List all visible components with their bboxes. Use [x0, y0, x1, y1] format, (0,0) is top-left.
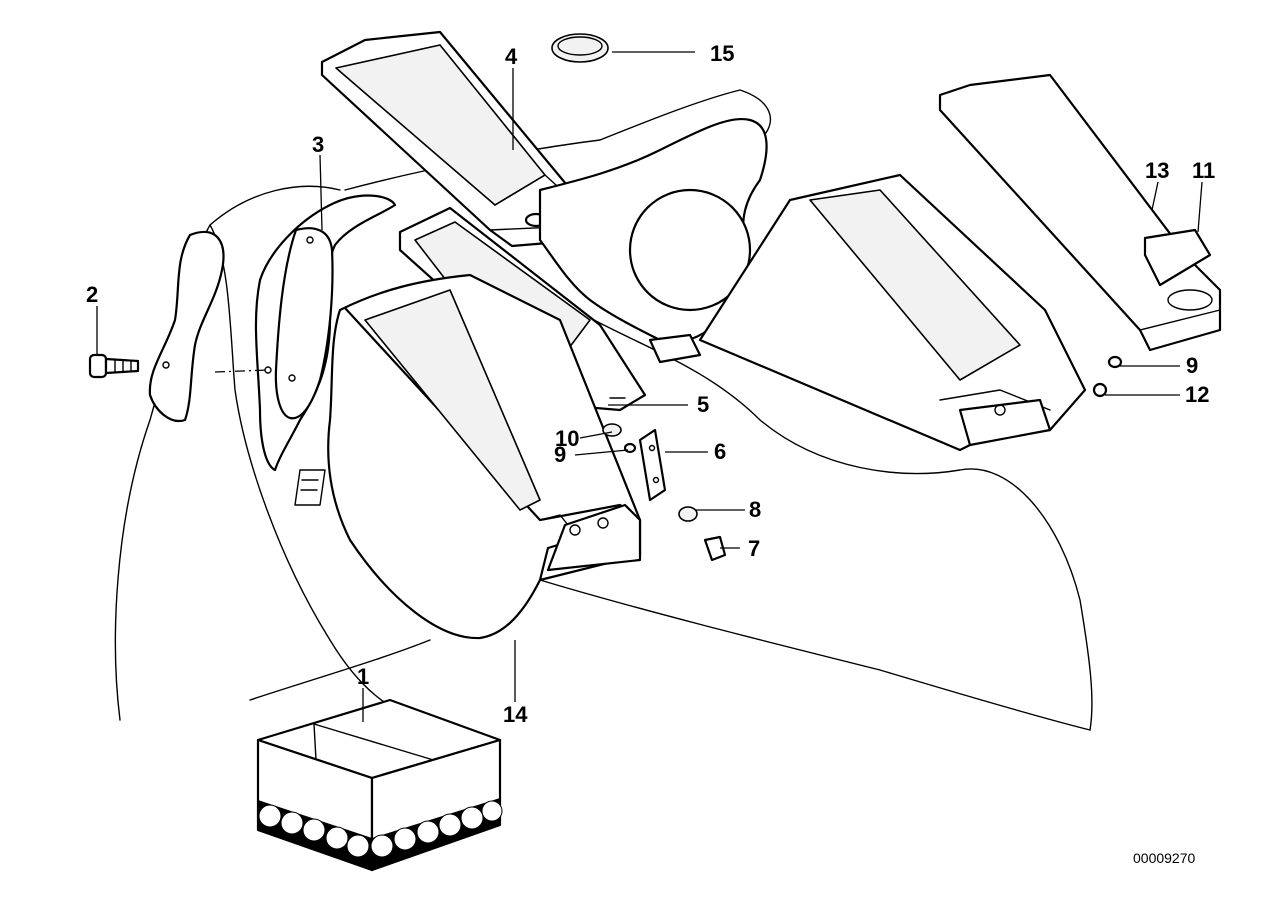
nut-part-10: [602, 423, 622, 437]
case-shell-part-14: [327, 273, 642, 640]
callout-1: 1: [357, 664, 369, 689]
callout-9-right: 9: [1186, 353, 1198, 378]
reference-number: 00009270: [1133, 850, 1196, 866]
battery-part-1: [256, 698, 503, 872]
mounting-bracket-part-3: [254, 194, 397, 506]
bolt-part-7: [703, 535, 727, 562]
washer-part-9-left: [623, 442, 637, 454]
callout-11: 11: [1192, 158, 1215, 183]
leader-lines: [96, 51, 1203, 722]
callout-4: 4: [505, 44, 518, 69]
center-fairing: [538, 117, 768, 364]
callout-2: 2: [86, 282, 98, 307]
callout-12: 12: [1185, 382, 1209, 407]
washer-part-8: [678, 506, 698, 522]
alignment-line: [214, 369, 269, 373]
latch-part-11: [1143, 228, 1213, 311]
plug-part-15: [551, 33, 609, 63]
callout-8: 8: [749, 497, 761, 522]
case-shell-right: [698, 173, 1087, 452]
callout-10: 10: [555, 426, 579, 451]
callout-13: 13: [1145, 158, 1169, 183]
plate-part-6: [638, 428, 667, 502]
callout-5: 5: [697, 392, 709, 417]
callout-3: 3: [312, 132, 324, 157]
callout-15: 15: [710, 41, 734, 66]
callouts: 1 2 3 4 5 6 7 8 9 9 10 11 12 13 14 15: [86, 41, 1215, 727]
callout-9-left: 9: [554, 442, 566, 467]
bolt-part-2: [88, 353, 140, 379]
lid-part-13: [938, 73, 1222, 352]
callout-7: 7: [748, 536, 760, 561]
callout-14: 14: [503, 702, 528, 727]
screw-part-12: [1092, 382, 1108, 398]
side-panel-left: [148, 230, 225, 423]
callout-6: 6: [714, 439, 726, 464]
washer-part-9-right: [1107, 355, 1123, 369]
